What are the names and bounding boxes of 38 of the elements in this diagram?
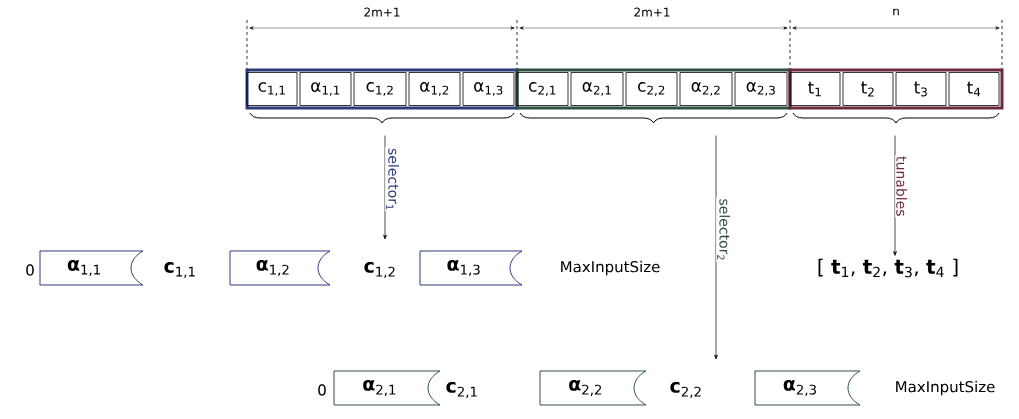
group-box [788, 68, 1004, 110]
arrow [893, 135, 897, 256]
buffer-box: α$_{2,2}$ [539, 370, 647, 406]
cell: t$_{2}$ [842, 72, 894, 106]
cell: t$_{3}$ [895, 72, 947, 106]
edge-label: tunables [896, 156, 908, 216]
cell: α$_{2,1}$ [570, 72, 624, 106]
buffer-box: α$_{1,1}$ [39, 250, 144, 286]
cell: α$_{1,2}$ [408, 72, 461, 106]
cell: t$_{4}$ [948, 72, 1000, 106]
size-label: MaxInputSize [896, 380, 995, 396]
arrow [383, 135, 387, 240]
cell: α$_{1,3}$ [462, 72, 515, 106]
cell: c$_{2,1}$ [516, 72, 569, 106]
dimension-label: 2m+1 [364, 7, 400, 17]
buffer-box: α$_{2,3}$ [754, 370, 861, 406]
variable-label: c$_{2,2}$ [670, 381, 701, 399]
cell: α$_{2,2}$ [679, 72, 733, 106]
arrow [714, 135, 718, 360]
tuple-text: [ t$_{1}$, t$_{2}$, t$_{3}$, t$_{4}$ ] [818, 258, 958, 278]
variable-label: c$_{1,1}$ [164, 262, 195, 278]
edge-label: selector$_{2}$ [717, 199, 731, 260]
edge-label: selector$_{1}$ [386, 148, 400, 210]
cell: α$_{1,1}$ [299, 72, 352, 106]
dimension-label: n [893, 8, 899, 16]
cell: c$_{2,2}$ [625, 72, 678, 106]
cell: c$_{1,1}$ [246, 72, 298, 106]
group-box [245, 68, 519, 110]
dimension-label: 2m+1 [634, 7, 670, 17]
buffer-box: α$_{2,1}$ [333, 370, 441, 406]
cell: c$_{1,2}$ [353, 72, 407, 106]
variable-label: c$_{1,2}$ [364, 261, 395, 279]
group-box [515, 68, 792, 110]
cell: α$_{2,3}$ [734, 72, 788, 106]
cell: t$_{1}$ [789, 72, 841, 106]
size-label: MaxInputSize [561, 260, 660, 276]
buffer-box: α$_{1,3}$ [419, 250, 523, 286]
buffer-box: α$_{1,2}$ [229, 250, 331, 286]
